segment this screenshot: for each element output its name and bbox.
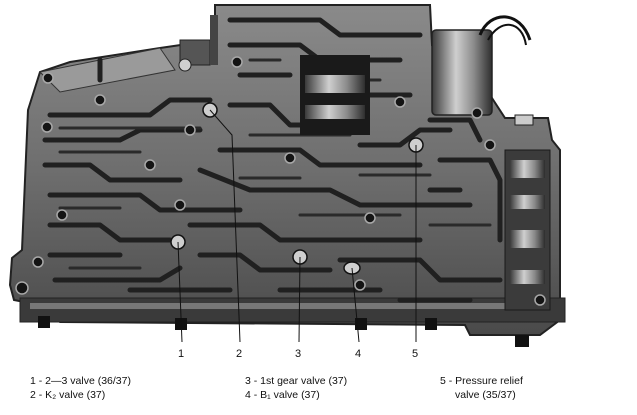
solenoid	[431, 15, 532, 116]
caption-k2-valve: 2 - K₂ valve (37)	[30, 389, 106, 401]
caption-pressure-relief-valve: 5 - Pressure relief	[440, 375, 523, 387]
spool-bore	[300, 55, 370, 135]
adjuster-screw	[178, 15, 218, 72]
caption-pressure-relief-valve-ref: valve (35/37)	[455, 389, 516, 401]
callout-3: 3	[295, 348, 301, 360]
callout-2: 2	[236, 348, 242, 360]
callout-4: 4	[355, 348, 361, 360]
valve-body-casting	[8, 4, 566, 336]
callout-numbers: 1 2 3 4 5	[178, 348, 418, 360]
caption-1st-gear-valve: 3 - 1st gear valve (37)	[245, 375, 348, 387]
caption-b1-valve: 4 - B₁ valve (37)	[245, 389, 320, 401]
bolt-holes	[15, 56, 546, 306]
caption-2-3-valve: 1 - 2—3 valve (36/37)	[30, 375, 131, 387]
leader-lines	[177, 109, 417, 343]
right-valve-stack	[504, 114, 551, 311]
callout-1: 1	[178, 348, 184, 360]
hydraulic-channels	[42, 17, 503, 303]
callout-5: 5	[412, 348, 418, 360]
